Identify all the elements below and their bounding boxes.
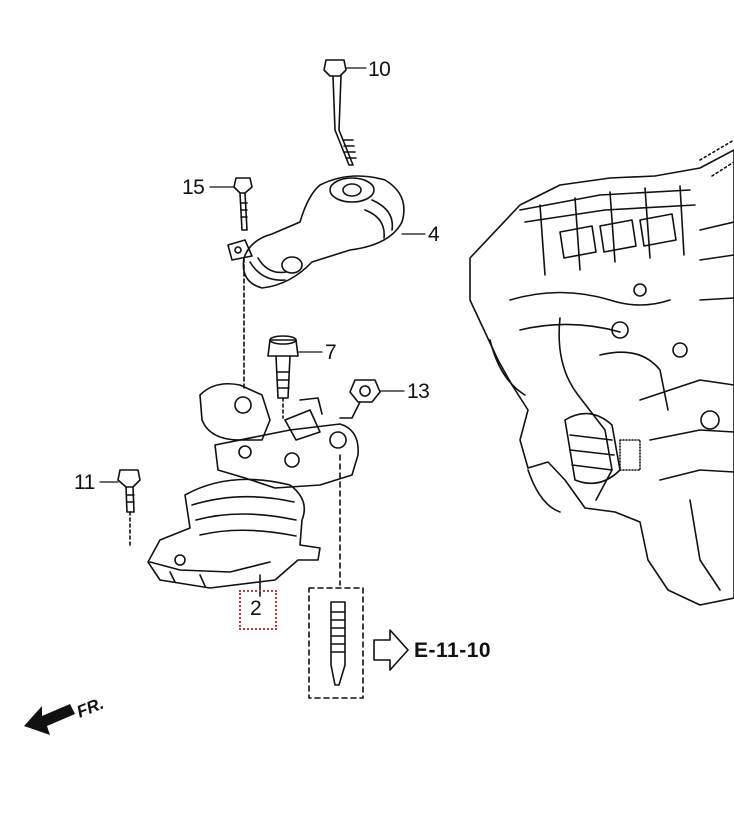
callout-4: 4 bbox=[428, 223, 440, 246]
stud-detail-box bbox=[308, 454, 364, 699]
bolt-7-illustration bbox=[267, 335, 299, 419]
section-reference-link[interactable]: E-11-10 bbox=[414, 639, 492, 662]
leader-lines bbox=[99, 67, 426, 483]
front-direction-arrow-icon bbox=[24, 704, 75, 735]
lower-mount-bracket-illustration bbox=[199, 382, 359, 489]
upper-mount-4-illustration bbox=[227, 175, 405, 289]
callout-7: 7 bbox=[325, 341, 337, 364]
engine-assembly-illustration bbox=[469, 139, 734, 606]
bolt-10-illustration bbox=[323, 59, 357, 166]
callout-2: 2 bbox=[250, 597, 262, 620]
callout-11: 11 bbox=[74, 471, 95, 494]
callout-13: 13 bbox=[407, 380, 430, 403]
callout-10: 10 bbox=[368, 58, 391, 81]
nut-13-illustration bbox=[339, 379, 381, 419]
main-mount-2-illustration bbox=[147, 478, 321, 597]
callout-15: 15 bbox=[182, 176, 205, 199]
bolt-15-illustration bbox=[233, 177, 253, 391]
reference-arrow-icon bbox=[373, 629, 409, 671]
callout-2-highlight bbox=[239, 590, 277, 630]
bolt-11-illustration bbox=[117, 469, 141, 549]
